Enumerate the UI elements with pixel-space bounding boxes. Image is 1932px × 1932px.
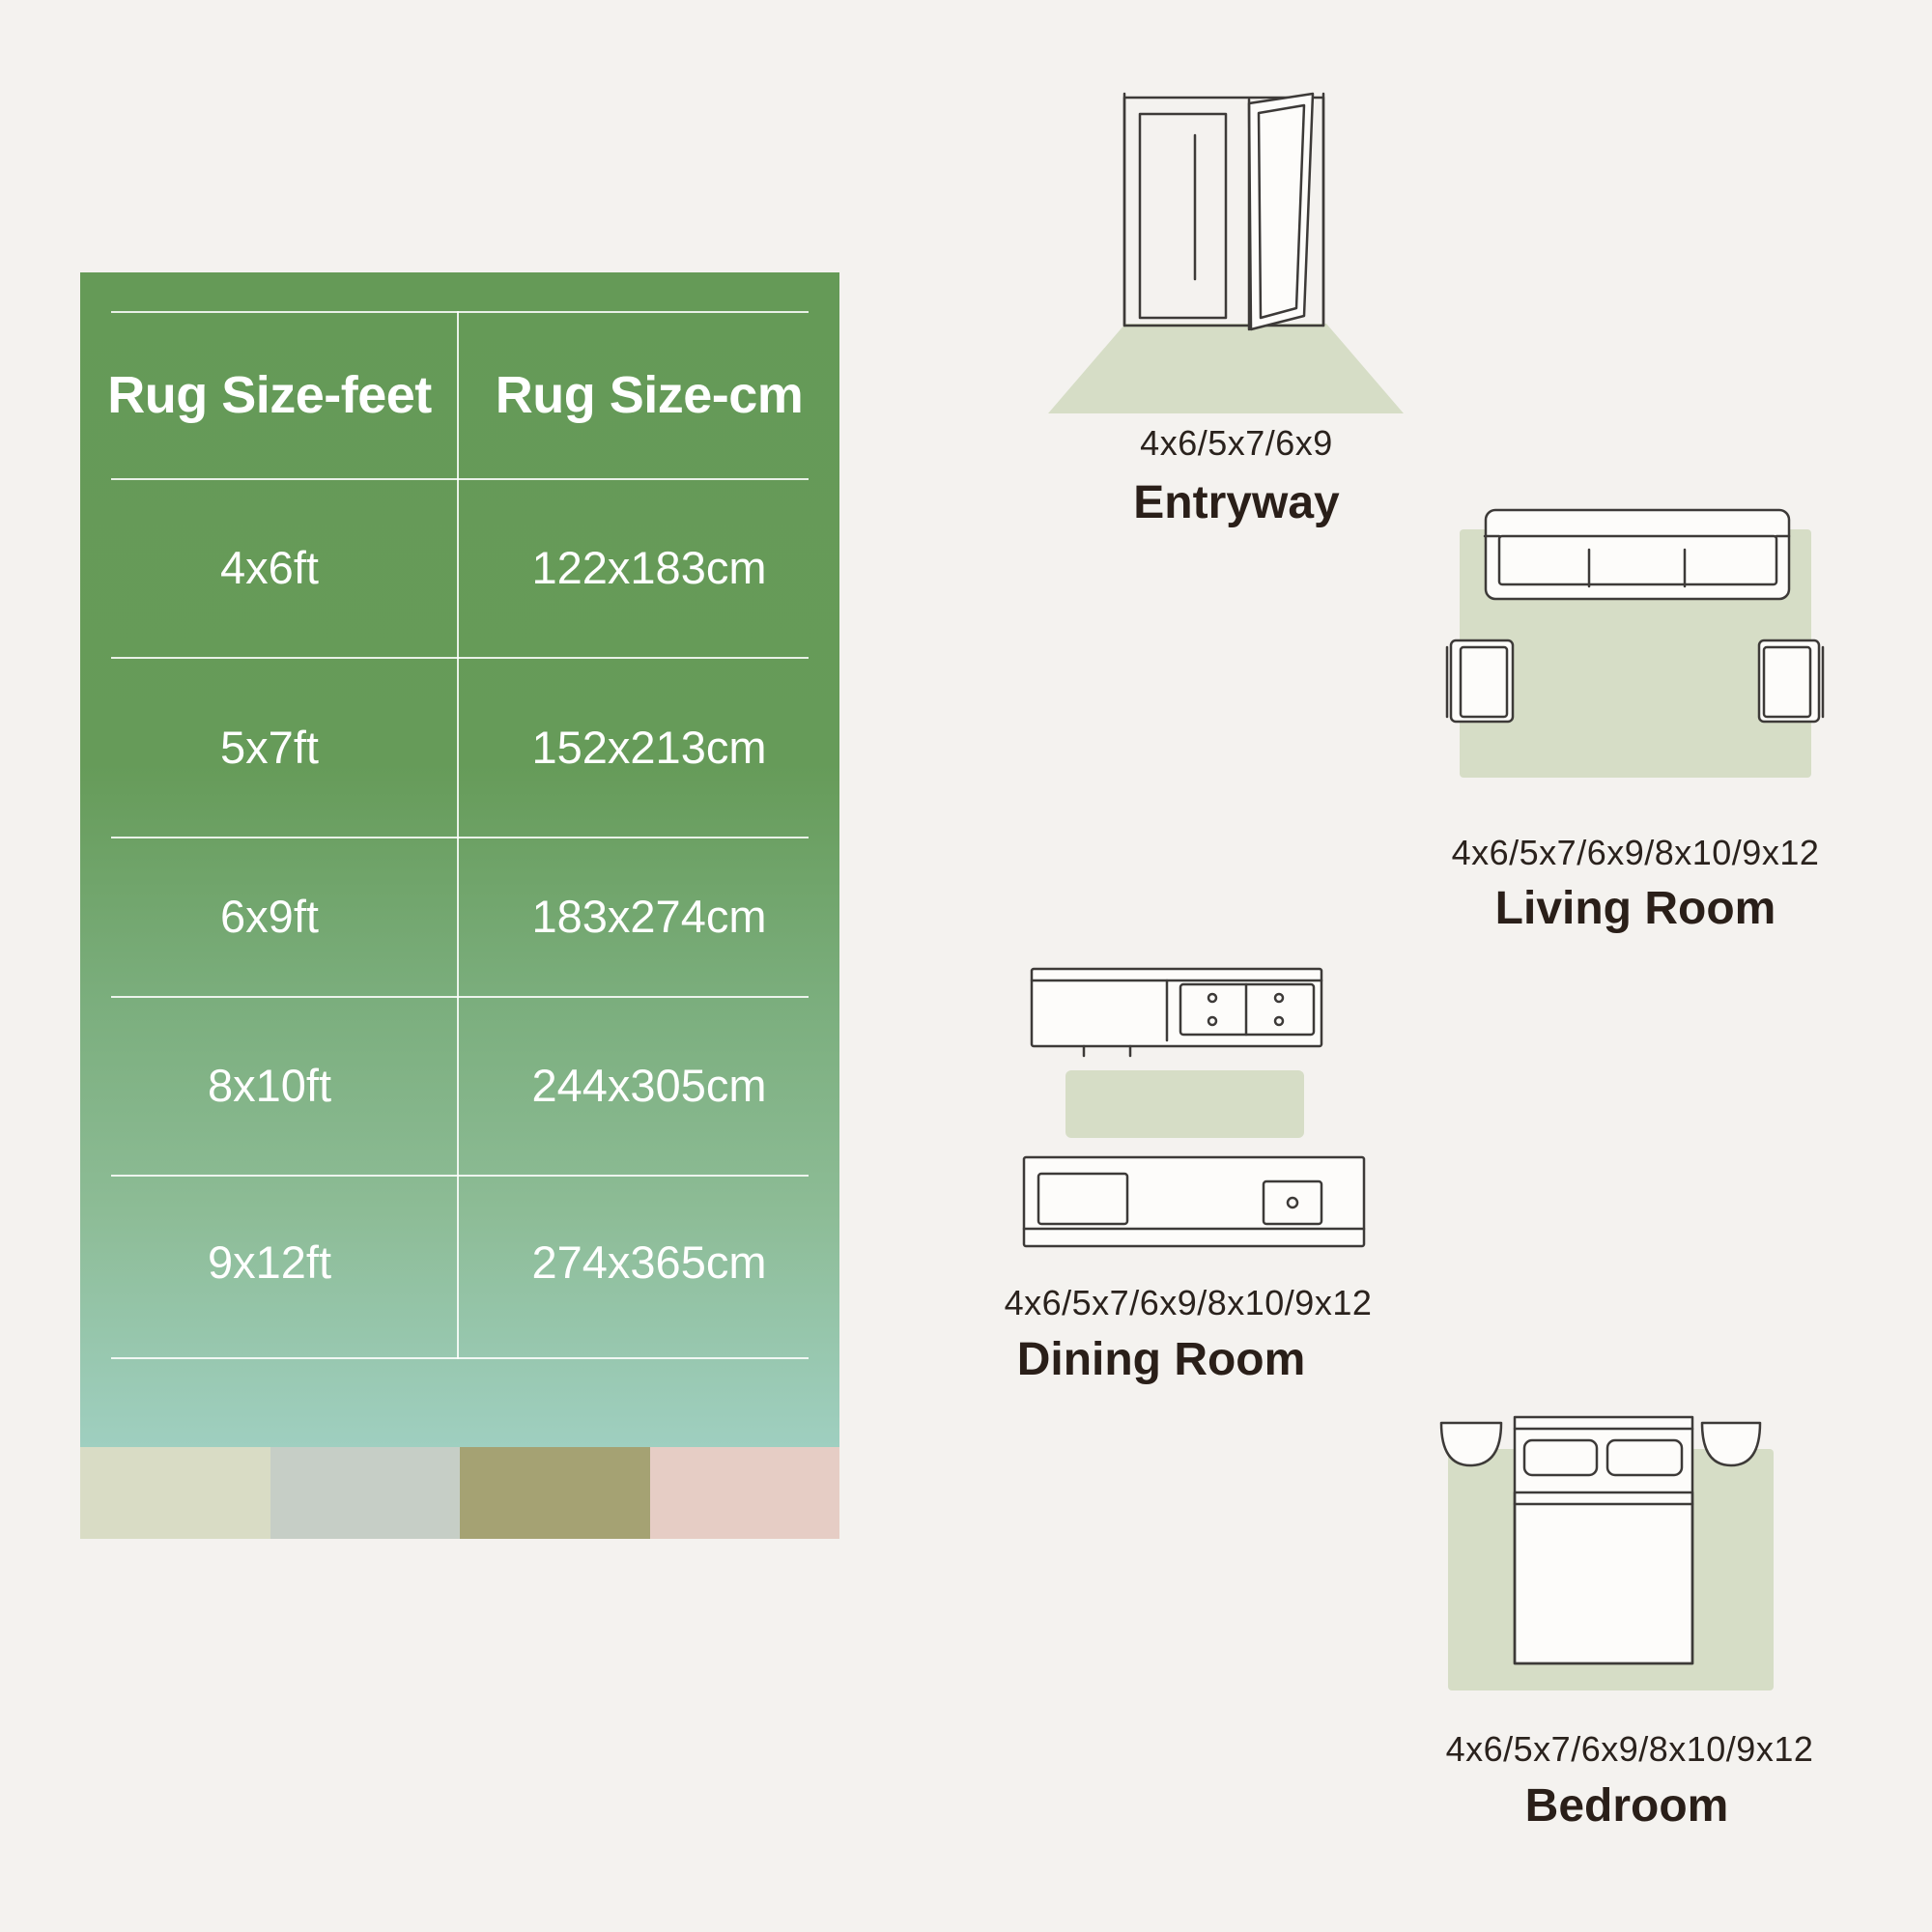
size-cm-cell: 183x274cm [531,891,767,942]
entryway-illustration: 4x6/5x7/6x9 Entryway [1043,92,1430,536]
table-divider [111,657,809,659]
size-cm-cell: 152x213cm [531,721,767,773]
size-cm-cell: 274x365cm [531,1236,767,1288]
size-feet-cell: 9x12ft [207,1236,332,1288]
color-swatches [80,1447,839,1539]
dining-room-label: Dining Room [1016,1334,1306,1385]
color-swatch [649,1447,839,1539]
color-swatch [80,1447,270,1539]
color-swatch [270,1447,460,1539]
table-divider [111,1175,809,1177]
size-cm-cell: 122x183cm [531,542,767,593]
color-swatch [460,1447,650,1539]
bedroom-illustration: 4x6/5x7/6x9/8x10/9x12 Bedroom [1432,1415,1828,1845]
bedroom-sizes: 4x6/5x7/6x9/8x10/9x12 [1445,1729,1814,1769]
bed-icon [1439,1415,1774,1690]
sideboard-icon [1022,967,1366,1248]
entryway-sizes: 4x6/5x7/6x9 [1140,423,1333,463]
size-feet-cell: 8x10ft [207,1060,332,1111]
entryway-rug [1048,324,1404,413]
table-divider [111,1357,809,1359]
sofa-icon [1445,508,1825,778]
table-divider [111,311,809,313]
living-room-illustration: 4x6/5x7/6x9/8x10/9x12 Living Room [1437,507,1833,942]
header-rug-size-cm: Rug Size-cm [495,365,804,424]
door-icon [1048,92,1404,413]
entryway-label: Entryway [1133,477,1340,528]
size-cm-cell: 244x305cm [531,1060,767,1111]
size-feet-cell: 4x6ft [220,542,319,593]
size-feet-cell: 5x7ft [220,721,319,773]
header-rug-size-feet: Rug Size-feet [107,365,432,424]
dining-room-illustration: 4x6/5x7/6x9/8x10/9x12 Dining Room [995,961,1381,1391]
living-room-sizes: 4x6/5x7/6x9/8x10/9x12 [1451,833,1820,872]
size-table: Rug Size-feet Rug Size-cm 4x6ft 122x183c… [107,311,809,1359]
bedroom-label: Bedroom [1524,1780,1729,1832]
dining-room-rug [1065,1070,1304,1138]
table-divider [111,837,809,838]
table-divider [111,478,809,480]
living-room-label: Living Room [1494,883,1776,934]
dining-room-sizes: 4x6/5x7/6x9/8x10/9x12 [1004,1283,1373,1322]
size-feet-cell: 6x9ft [220,891,319,942]
table-column-divider [457,311,459,1359]
size-table-panel: Rug Size-feet Rug Size-cm 4x6ft 122x183c… [80,272,839,1447]
table-divider [111,996,809,998]
